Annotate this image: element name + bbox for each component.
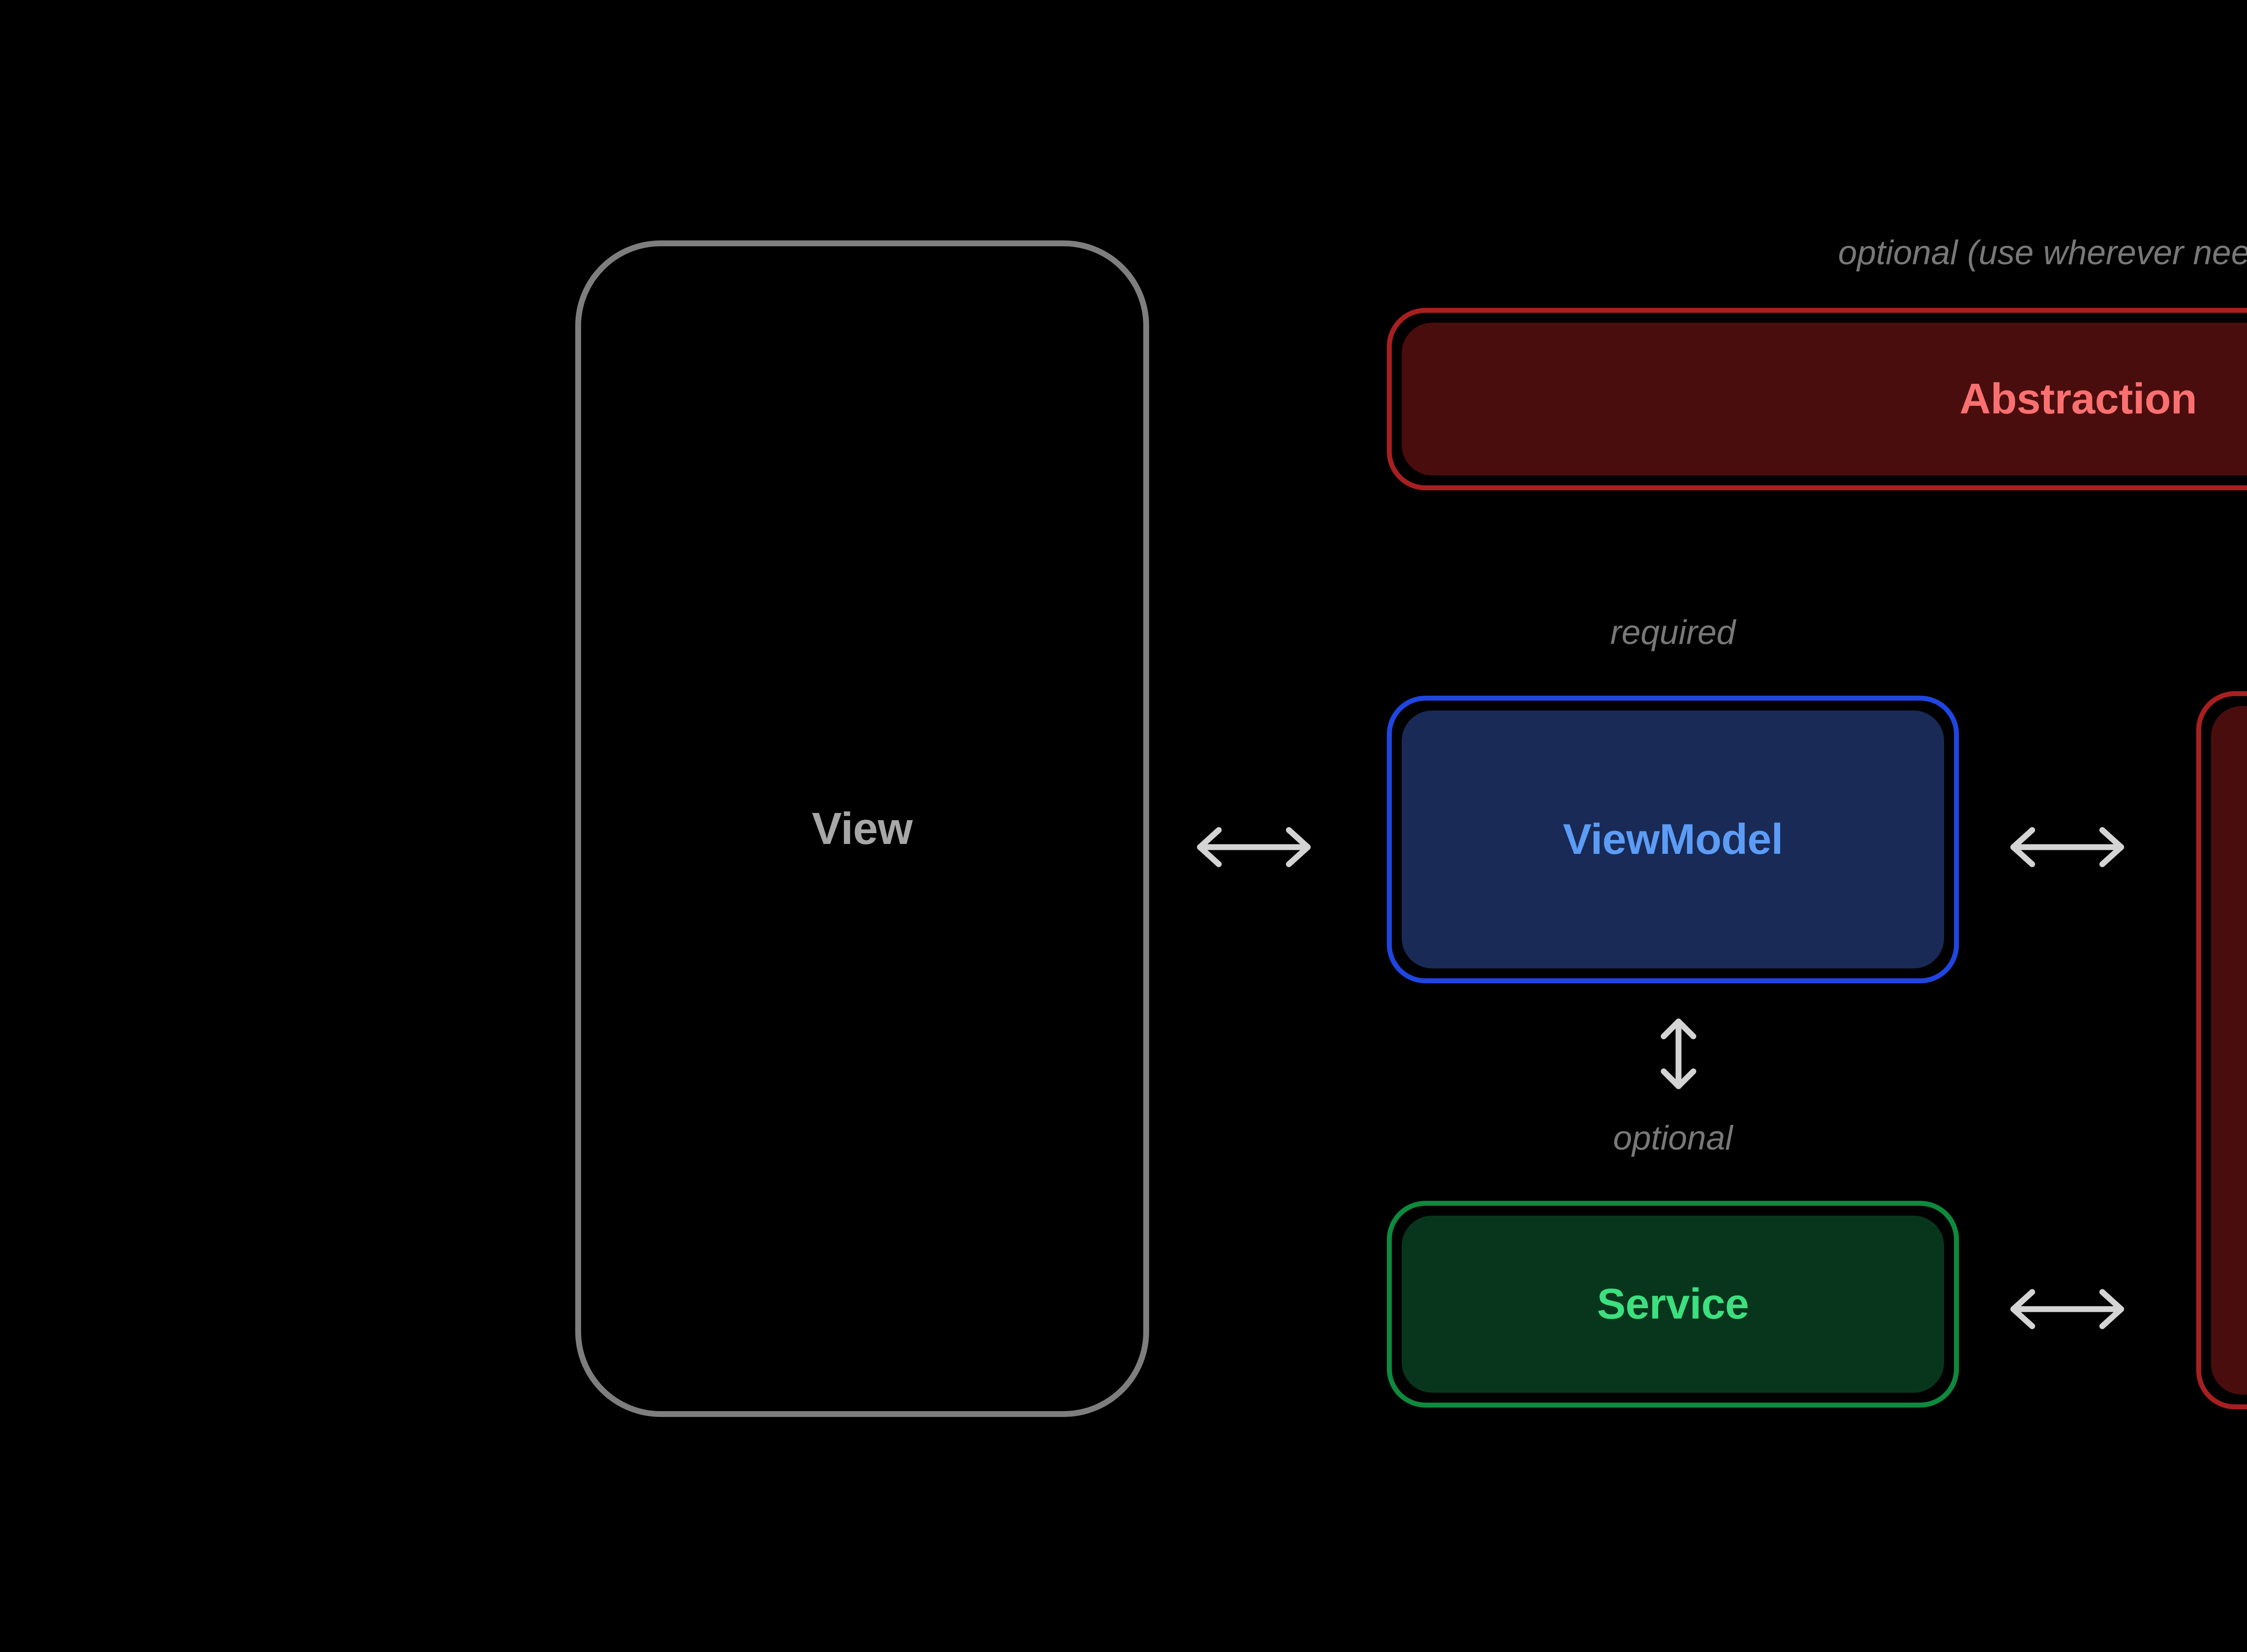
connector-viewmodel-repository-arrow-icon — [2004, 818, 2130, 876]
node-repository[interactable]: Repository — [2196, 691, 2247, 1409]
node-viewmodel-fill — [1402, 711, 1944, 968]
node-repository-label: Repository — [2201, 696, 2247, 1404]
annotation-viewmodel: required — [1610, 613, 1736, 652]
annotation-abstraction: optional (use wherever needed) — [1838, 234, 2247, 272]
node-repository-fill — [2211, 706, 2247, 1394]
node-view-label: View — [812, 803, 913, 854]
node-service-fill — [1402, 1216, 1944, 1393]
node-service[interactable]: Service — [1387, 1201, 1959, 1408]
node-viewmodel-label: ViewModel — [1563, 815, 1783, 863]
annotation-service: optional — [1613, 1119, 1733, 1157]
node-view[interactable]: View — [575, 240, 1149, 1417]
node-viewmodel[interactable]: ViewModel — [1387, 696, 1959, 983]
node-abstraction-fill — [1402, 323, 2247, 475]
annotation-repository: optional — [2196, 610, 2247, 644]
connector-viewmodel-service-arrow-icon — [1654, 1013, 1703, 1094]
connector-service-repository-arrow-icon — [2004, 1280, 2130, 1338]
node-service-label: Service — [1597, 1280, 1749, 1328]
connector-view-viewmodel-arrow-icon — [1191, 818, 1317, 876]
node-abstraction-label: Abstraction — [1959, 375, 2197, 423]
node-abstraction[interactable]: Abstraction — [1387, 308, 2247, 490]
